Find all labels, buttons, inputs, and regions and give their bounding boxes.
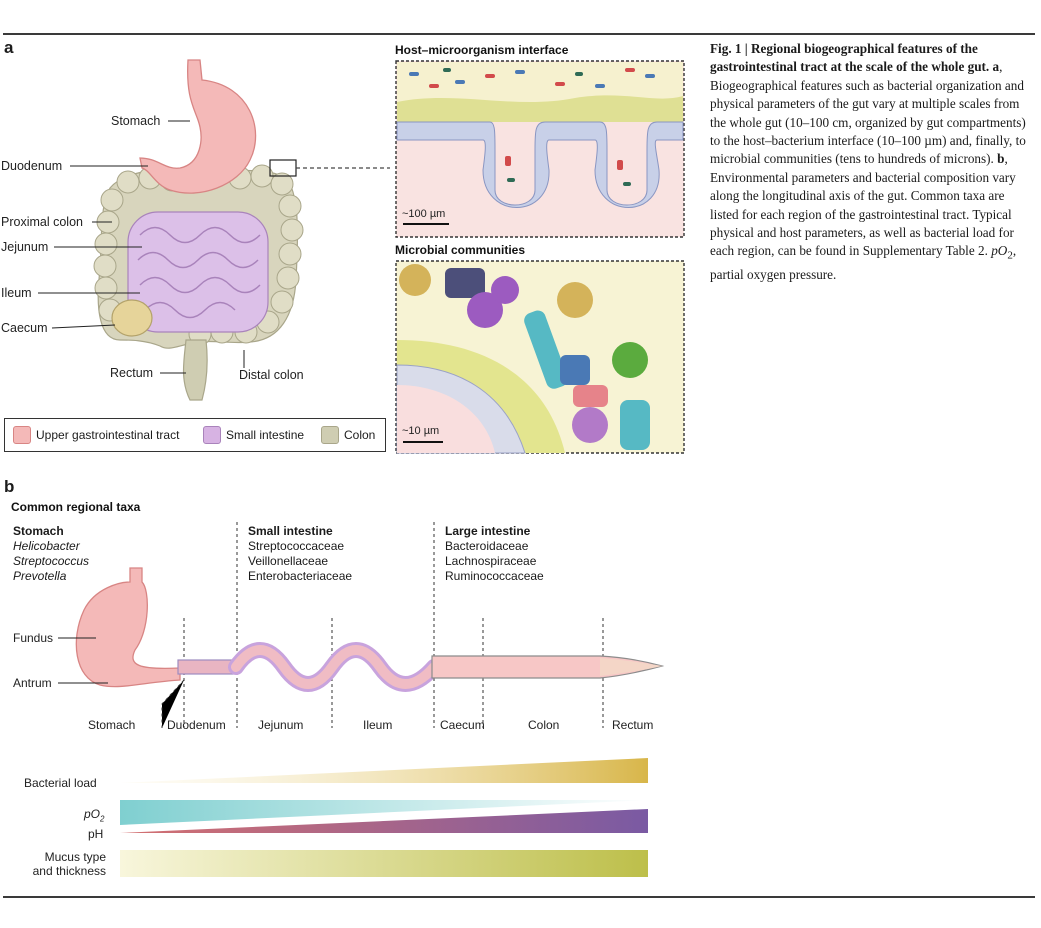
- label-ph: pH: [88, 827, 104, 841]
- region-label-rectum: Rectum: [612, 718, 654, 732]
- leader-lines: [38, 120, 245, 374]
- label-distal-colon: Distal colon: [239, 368, 304, 382]
- caption-po2-sub: 2: [1007, 250, 1013, 263]
- region-label-duodenum: Duodenum: [167, 718, 226, 732]
- label-mucus: Mucus type and thickness: [24, 850, 106, 878]
- caption-part-b-text: , Environmental parameters and bacterial…: [710, 151, 1016, 259]
- small-intestine-shape: [127, 211, 269, 333]
- label-fundus: Fundus: [13, 631, 54, 645]
- legend-swatch-upper-gi: [13, 426, 31, 444]
- label-rectum: Rectum: [110, 366, 154, 380]
- legend-swatch-small-intestine: [203, 426, 221, 444]
- legend-label-small-intestine: Small intestine: [226, 428, 305, 442]
- label-bacterial-load: Bacterial load: [24, 776, 97, 790]
- taxa-large-intestine-item-1: Bacteroidaceae: [445, 539, 529, 553]
- top-rule: [3, 33, 1035, 35]
- po2-wedge: [120, 800, 648, 825]
- taxa-large-intestine: Large intestine Bacteroidaceae Lachnospi…: [445, 524, 544, 584]
- label-stomach: Stomach: [111, 114, 161, 128]
- region-dividers: [161, 522, 604, 728]
- caption-part-a-letter: a: [992, 59, 1000, 75]
- caption-po2-symbol: pO: [991, 243, 1008, 259]
- common-taxa-heading: Common regional taxa: [11, 500, 141, 514]
- label-po2-text: pO: [84, 807, 101, 821]
- host-interface-inset: [395, 60, 685, 238]
- label-proximal-colon: Proximal colon: [1, 215, 83, 229]
- rectum-shape: [182, 339, 208, 401]
- label-jejunum: Jejunum: [1, 240, 49, 254]
- longitudinal-gut-illustration: [58, 522, 665, 728]
- taxa-stomach: Stomach Helicobacter Streptococcus Prevo…: [13, 524, 89, 584]
- caption-po2-def: , partial oxygen pressure.: [710, 243, 1017, 282]
- taxa-large-intestine-region: Large intestine: [445, 524, 531, 538]
- caption-part-b-letter: b: [997, 151, 1005, 167]
- label-ileum: Ileum: [1, 286, 32, 300]
- taxa-large-intestine-item-2: Lachnospiraceae: [445, 554, 537, 568]
- label-antrum: Antrum: [13, 676, 52, 690]
- region-label-caecum: Caecum: [440, 718, 485, 732]
- stomach-leader-lines: [58, 637, 108, 684]
- bottom-rule: [3, 896, 1035, 898]
- inset-top-scale-bar: ~100 µm: [402, 208, 446, 220]
- taxa-small-intestine: Small intestine Streptococcaceae Veillon…: [248, 524, 352, 584]
- stomach-shape: [139, 59, 257, 194]
- panel-a-letter: a: [4, 38, 14, 57]
- taxa-small-intestine-region: Small intestine: [248, 524, 333, 538]
- region-label-colon: Colon: [528, 718, 560, 732]
- caecum-shape: [111, 299, 153, 337]
- gut-anatomy-illustration: [38, 59, 390, 401]
- taxa-large-intestine-item-3: Ruminococcaceae: [445, 569, 544, 583]
- inset-microbial-communities-title: Microbial communities: [395, 243, 526, 257]
- longitudinal-duodenum: [177, 659, 237, 675]
- compartment-legend: Upper gastrointestinal tract Small intes…: [4, 418, 386, 452]
- mucus-bar: [120, 850, 648, 877]
- ph-wedge: [120, 809, 648, 833]
- taxa-stomach-item-1: Helicobacter: [13, 539, 80, 553]
- figure-caption: Fig. 1 | Regional biogeographical featur…: [710, 40, 1036, 284]
- taxa-stomach-region: Stomach: [13, 524, 64, 538]
- label-duodenum: Duodenum: [1, 159, 63, 173]
- legend-upper-gi: Upper gastrointestinal tract: [13, 426, 179, 444]
- taxa-stomach-item-3: Prevotella: [13, 569, 67, 583]
- parameter-gradients: [120, 758, 648, 877]
- inset-bottom-scale-bar: ~10 µm: [402, 425, 440, 437]
- legend-small-intestine: Small intestine: [203, 426, 304, 444]
- inset-host-interface-title: Host–microorganism interface: [395, 43, 569, 57]
- taxa-stomach-item-2: Streptococcus: [13, 554, 90, 568]
- legend-label-upper-gi: Upper gastrointestinal tract: [36, 428, 180, 442]
- region-label-ileum: Ileum: [363, 718, 393, 732]
- bacterial-load-wedge: [120, 758, 648, 783]
- microbial-communities-inset: [395, 260, 685, 454]
- label-caecum: Caecum: [1, 321, 48, 335]
- legend-swatch-colon: [321, 426, 339, 444]
- taxa-small-intestine-item-3: Enterobacteriaceae: [248, 569, 353, 583]
- region-label-jejunum: Jejunum: [258, 718, 304, 732]
- legend-label-colon: Colon: [344, 428, 376, 442]
- label-mucus-line1: Mucus type: [44, 850, 106, 864]
- taxa-small-intestine-item-2: Veillonellaceae: [248, 554, 329, 568]
- panel-b-letter: b: [4, 477, 15, 496]
- legend-colon: Colon: [321, 426, 375, 444]
- region-label-stomach: Stomach: [88, 718, 136, 732]
- taxa-small-intestine-item-1: Streptococcaceae: [248, 539, 345, 553]
- caption-fig-label: Fig. 1 | Regional biogeographical featur…: [710, 41, 990, 75]
- longitudinal-stomach: [75, 567, 181, 688]
- label-mucus-line2: and thickness: [32, 864, 106, 878]
- label-po2: pO2: [84, 807, 104, 823]
- caption-part-a-text: , Biogeographical features such as bacte…: [710, 59, 1026, 167]
- label-po2-sub: 2: [100, 814, 105, 824]
